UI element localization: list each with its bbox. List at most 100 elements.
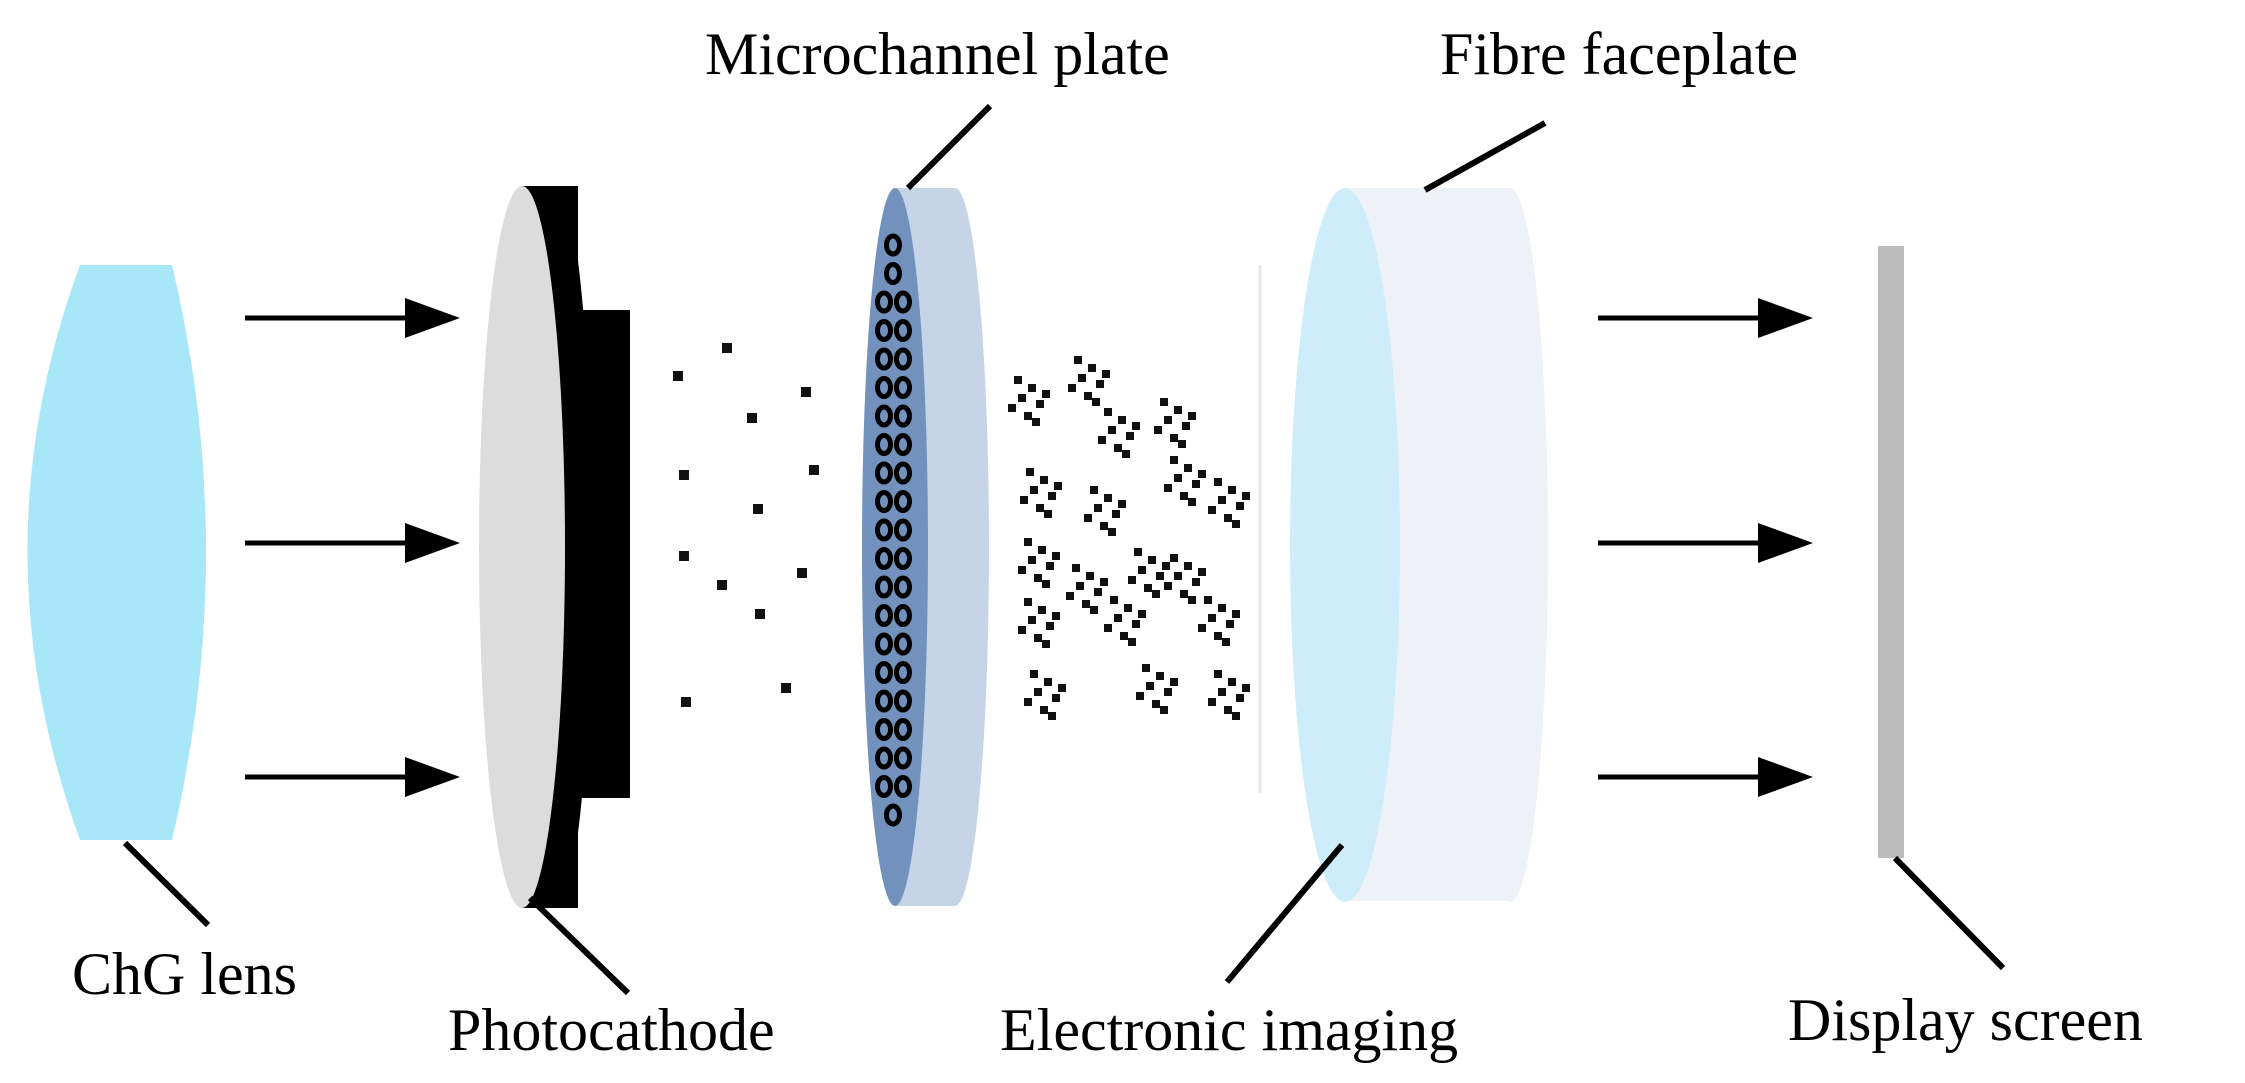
label-display-screen: Display screen	[1788, 987, 2143, 1053]
electron	[1120, 632, 1128, 640]
electron	[1018, 566, 1026, 574]
electron	[1164, 484, 1172, 492]
electron	[1152, 700, 1160, 708]
outgoing-light-arrows	[1598, 298, 1813, 797]
electron	[1034, 634, 1042, 642]
electron	[1028, 556, 1036, 564]
electron	[1088, 364, 1096, 372]
electron	[679, 470, 689, 480]
electron	[1024, 538, 1032, 546]
electron	[1052, 552, 1060, 560]
electron	[1042, 580, 1050, 588]
electron	[1182, 422, 1190, 430]
mcp-channel-hole	[894, 347, 912, 371]
electron	[1046, 622, 1054, 630]
mcp-channel-hole	[894, 547, 912, 570]
label-microchannel-plate: Microchannel plate	[705, 21, 1170, 87]
mcp-face	[862, 188, 928, 906]
electron	[1224, 706, 1232, 714]
electron	[679, 551, 689, 561]
electron	[1138, 610, 1146, 618]
electron	[753, 504, 763, 514]
electron	[1228, 486, 1236, 494]
electron	[1204, 596, 1212, 604]
mcp-channel-hole	[875, 661, 893, 684]
electron	[1042, 640, 1050, 648]
mcp-channel-hole	[875, 319, 893, 342]
electron	[1018, 394, 1026, 402]
electron	[1020, 496, 1028, 504]
electron	[1184, 464, 1192, 472]
electron	[1236, 502, 1244, 510]
multiplied-electrons	[1008, 356, 1250, 720]
chg-lens-leader	[122, 840, 211, 928]
electron	[1090, 486, 1098, 494]
mcp-channel-hole	[875, 575, 893, 599]
electron	[1100, 578, 1108, 586]
electron	[1218, 496, 1226, 504]
electron	[1228, 678, 1236, 686]
electron	[1160, 398, 1168, 406]
label-photocathode: Photocathode	[448, 997, 775, 1063]
electron	[1160, 706, 1168, 714]
electron	[1026, 468, 1034, 476]
mcp-channel-hole	[894, 319, 912, 342]
electron	[1038, 606, 1046, 614]
label-fibre-faceplate: Fibre faceplate	[1440, 21, 1799, 87]
electron	[1074, 356, 1082, 364]
electron	[1164, 688, 1172, 696]
electron	[1144, 584, 1152, 592]
electron	[1236, 694, 1244, 702]
electronic-imaging-leader	[1224, 843, 1345, 984]
electron	[1218, 604, 1226, 612]
mcp-leader	[905, 103, 993, 191]
electron	[1208, 506, 1216, 514]
mcp-channel-hole	[894, 518, 912, 542]
electron	[1198, 568, 1206, 576]
electron	[1038, 546, 1046, 554]
electron	[1232, 610, 1240, 618]
electron	[1124, 604, 1132, 612]
electron	[1018, 626, 1026, 634]
electron	[1138, 566, 1146, 574]
mcp-channel-hole	[894, 290, 912, 314]
electron	[1180, 492, 1188, 500]
mcp-channel-hole	[875, 433, 893, 456]
electron	[755, 609, 765, 619]
electron	[1086, 572, 1094, 580]
electron	[1156, 572, 1164, 580]
electron	[1042, 390, 1050, 398]
electron	[1134, 548, 1142, 556]
electron	[1114, 444, 1122, 452]
mcp-channel-hole	[875, 775, 893, 798]
electron	[1102, 370, 1110, 378]
electron	[1218, 688, 1226, 696]
electron	[1208, 698, 1216, 706]
mcp-channel-hole	[875, 404, 893, 428]
electron	[1126, 432, 1134, 440]
electron	[1084, 514, 1092, 522]
electron	[1104, 494, 1112, 502]
incoming-light-arrows	[245, 298, 460, 797]
electron	[1072, 564, 1080, 572]
electron	[1008, 404, 1016, 412]
electron	[1208, 614, 1216, 622]
electron	[1214, 478, 1222, 486]
electron	[1162, 562, 1170, 570]
electron	[1242, 492, 1250, 500]
mcp-channel-hole	[894, 632, 912, 656]
mcp-channel-hole	[875, 746, 893, 770]
electron	[1192, 578, 1200, 586]
electron	[1174, 572, 1182, 580]
electron	[1094, 504, 1102, 512]
electron	[1174, 474, 1182, 482]
mcp-channel-hole	[894, 746, 912, 770]
electron	[1170, 554, 1178, 562]
electron	[1184, 562, 1192, 570]
electron	[1226, 620, 1234, 628]
electron	[1090, 606, 1098, 614]
mcp-channel-hole	[894, 376, 912, 399]
electron	[1156, 672, 1164, 680]
faceplate-back-edge	[1472, 188, 1548, 902]
